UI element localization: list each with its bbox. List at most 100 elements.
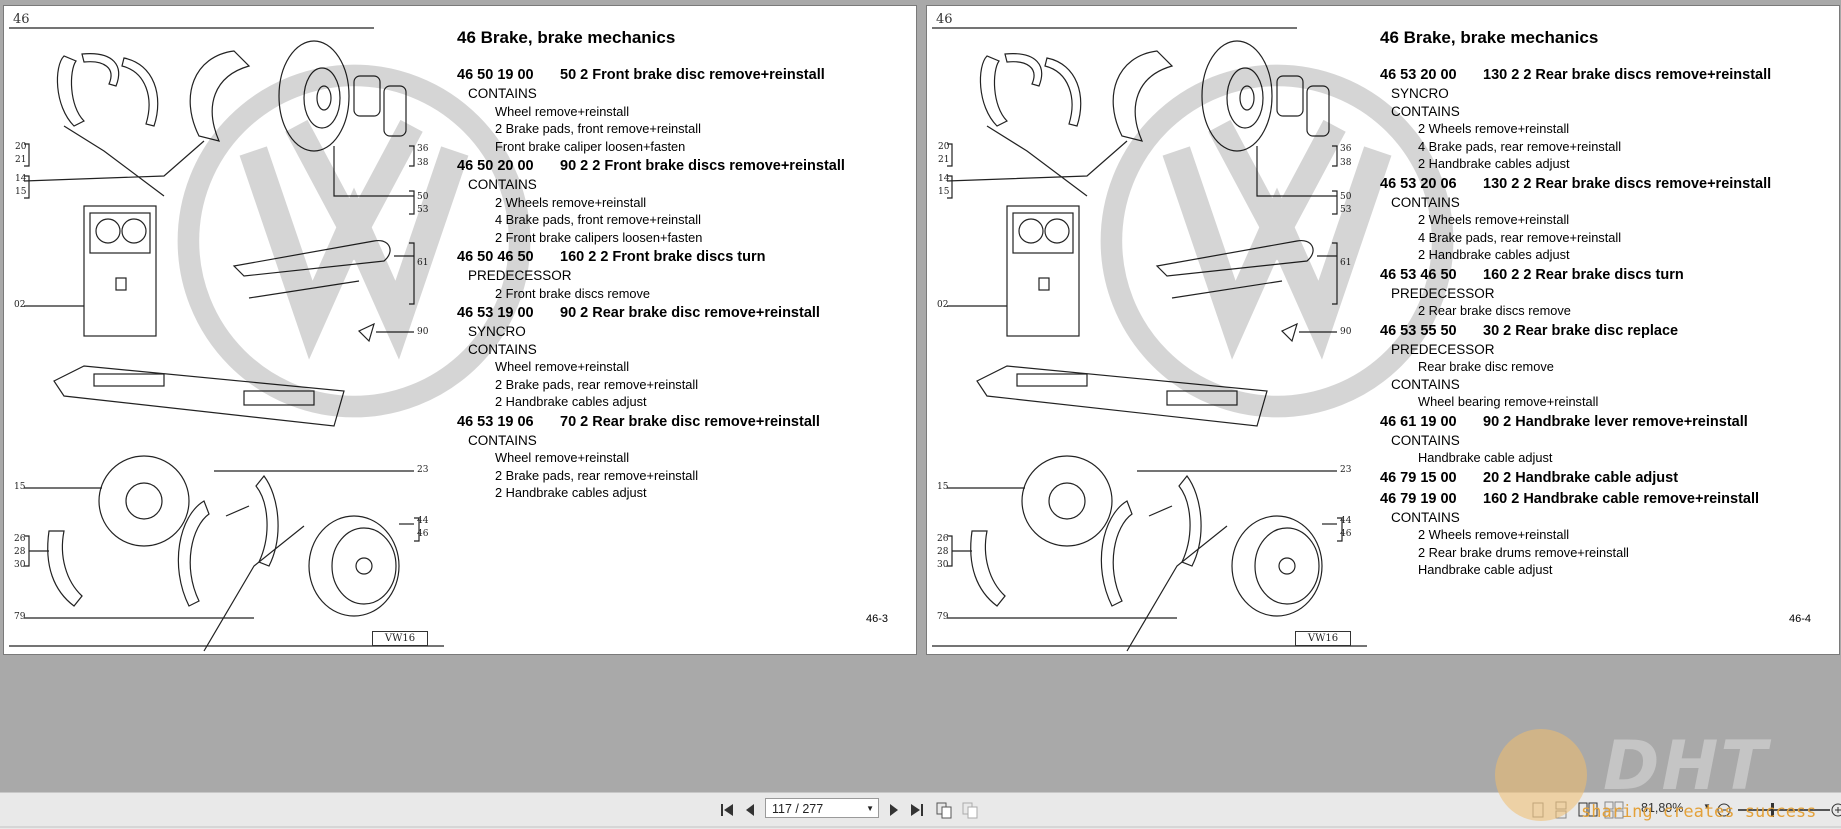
operation-item: Wheel remove+reinstall [495,359,630,374]
operation-number: 46 53 20 00 [1380,67,1457,83]
zoom-slider-thumb[interactable] [1771,803,1774,817]
callout-label: 02 [14,300,26,310]
chevron-down-icon[interactable]: ▼ [866,804,874,813]
callout-label: 02 [937,300,949,310]
operation-number: 46 50 20 00 [457,158,534,174]
callout-label: 26 [937,534,949,544]
operation-item: Handbrake cable adjust [1418,562,1553,577]
operation-item: 2 Handbrake cables adjust [1418,247,1570,262]
operations-container: 46 53 20 00 130 2 2 Rear brake discs remo… [1380,66,1830,579]
operation-block-label: CONTAINS [468,86,537,101]
callout-label: 15 [15,187,27,197]
operation-item: 4 Brake pads, rear remove+reinstall [1418,138,1622,154]
callout-label: 46 [1340,529,1352,539]
document-viewport[interactable]: 46 [0,0,1841,792]
zoom-level[interactable]: 81,89% [1641,801,1684,815]
section-title: 46 Brake, brake mechanics [457,28,676,47]
operation-item: 2 Handbrake cables adjust [495,485,647,500]
operation-block-label: CONTAINS [1391,103,1460,119]
operation-item: 2 Brake pads, rear remove+reinstall [495,376,699,392]
callout-label: 28 [14,547,26,557]
callout-label: 38 [1340,158,1352,168]
exploded-brake-diagram: 46 [4,6,444,654]
callout-label: 50 [1340,192,1352,202]
callout-label: 14 [938,174,950,184]
figure-code: VW16 [372,631,428,646]
callout-label: 61 [1340,258,1352,268]
callout-label: 53 [417,205,429,215]
callout-label: 23 [417,465,429,475]
operation-item: 2 Handbrake cables adjust [495,394,647,409]
operation-number: 46 53 19 06 [457,413,534,430]
operation-item: 2 Handbrake cables adjust [1418,156,1570,171]
operation-number: 46 79 19 00 [1380,490,1457,507]
zoom-slider[interactable] [1738,809,1830,811]
operation-block-label: CONTAINS [468,432,537,448]
operation-title: 130 2 2 Rear brake discs remove+reinstal… [1483,67,1772,83]
first-page-icon[interactable] [718,801,736,819]
operation-number: 46 50 46 50 [457,249,534,265]
operation-item: Rear brake disc remove [1418,359,1554,374]
next-page-icon[interactable] [886,801,902,819]
operation-title: 30 2 Rear brake disc replace [1483,322,1679,339]
callout-label: 15 [937,482,949,492]
operation-number: 46 53 20 06 [1380,175,1457,192]
callout-label: 28 [937,547,949,557]
operation-number: 46 53 46 50 [1380,266,1457,283]
operation-number: 46 53 19 00 [457,305,534,321]
operation-number: 46 79 15 00 [1380,469,1457,486]
operation-item: 4 Brake pads, front remove+reinstall [495,212,701,227]
operation-block-label: CONTAINS [1391,376,1460,392]
operation-number: 46 50 19 00 [457,67,534,83]
operation-item: 4 Brake pads, rear remove+reinstall [1418,229,1622,245]
operation-block-label: SYNCRO [468,324,526,339]
operation-title: 160 2 2 Rear brake discs turn [1483,266,1684,283]
page-number: 46-3 [865,613,888,625]
page-number: 46-4 [1788,613,1811,625]
zoom-in-icon[interactable] [1830,801,1841,819]
last-page-icon[interactable] [908,801,926,819]
operation-heading: 46 53 46 50 160 2 2 Rear brake discs turn [1380,266,1830,285]
callout-label: 26 [14,534,26,544]
dht-logo-icon [1495,729,1587,821]
diagram-drawing [932,27,1367,652]
operation-item: 2 Front brake discs remove [495,285,651,301]
callout-label: 44 [417,516,429,526]
two-page-scroll-icon[interactable] [1604,801,1624,819]
group-label: 46 [13,12,30,27]
operation-item: Handbrake cable adjust [1418,450,1553,465]
operation-item: Wheel bearing remove+reinstall [1418,394,1599,409]
operation-entry: 46 53 46 50 160 2 2 Rear brake discs turn… [1380,266,1830,320]
operation-entry: 46 53 20 00 130 2 2 Rear brake discs remo… [1380,66,1830,173]
two-page-view-icon[interactable] [1578,801,1598,819]
operation-block-label: PREDECESSOR [468,268,572,283]
operation-title: 70 2 Rear brake disc remove+reinstall [560,413,820,430]
prev-page-icon[interactable] [742,801,758,819]
zoom-out-icon[interactable] [1716,801,1732,819]
exploded-brake-diagram: 46 [927,6,1367,654]
zoom-dropdown-icon[interactable]: ▼ [1703,802,1711,811]
status-strip [0,826,1841,828]
operation-block-label: CONTAINS [468,341,537,357]
operation-heading: 46 53 19 06 70 2 Rear brake disc remove+r… [457,413,907,432]
callout-label: 90 [417,327,429,337]
page-number-input[interactable]: 117 / 277 ▼ [765,798,879,818]
operation-item: 2 Brake pads, front remove+reinstall [495,121,701,136]
continuous-pages-icon[interactable] [935,801,953,819]
operation-item: 2 Wheels remove+reinstall [1418,121,1570,136]
single-page-icon[interactable] [961,801,979,819]
